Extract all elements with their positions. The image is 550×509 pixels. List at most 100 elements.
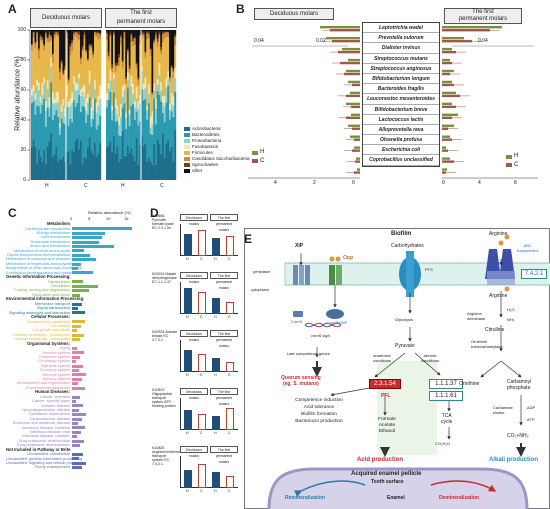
panel-a-bar-segment [34,92,37,99]
panel-b-right-bar-c [442,39,472,43]
panel-a-bar-segment [121,86,124,97]
panel-a-bar-segment [132,155,135,180]
panel-a-bar-segment [158,62,161,76]
panel-a-bar-segment [66,96,68,107]
panel-label-b: B [236,2,245,16]
panel-c-category-head: Organismal Systems: [27,340,70,346]
panel-a-bar-segment [83,30,86,32]
panel-a-bar-segment [55,32,58,36]
panel-a-bar-segment [80,140,82,180]
panel-b-right-bar-c [442,105,456,109]
panel-d-xlabel: C [200,489,203,493]
panel-c-item-label: Replication and repair [32,291,70,297]
panel-a-bar-segment [111,120,114,153]
panel-c-bar [72,373,86,377]
panel-a-bar-segment [160,50,163,55]
panel-a-bar-segment [53,98,56,104]
panel-a-bar-segment [146,30,149,32]
panel-a-bar-segment [45,31,47,34]
panel-a-bar-segment [149,116,152,128]
panel-a-bar-segment [106,107,108,148]
panel-b-left-title: Deciduous molars [254,8,334,20]
panel-a-bar-segment [94,35,96,80]
panel-a-bar-segment [163,157,166,180]
e-downstream-3: Bacteriocin production [295,419,343,424]
panel-a-bar-segment [74,106,77,141]
panel-a-bar-segment [99,33,102,35]
panel-a-bar-segment [135,68,138,88]
panel-a-bar-segment [113,33,115,37]
panel-a-bar-segment [57,31,60,35]
panel-a-bar-segment [158,30,161,32]
e-arginine-top: Arginine [489,231,508,237]
panel-c-category-head: Metabolism [46,221,70,226]
panel-a-bar-segment [130,33,133,36]
panel-b-left-bar-c [338,50,360,54]
panel-a-bar-segment [137,84,140,102]
panel-a-bar-segment [88,83,91,98]
panel-a-bar-segment [81,87,84,92]
panel-a-bar-segment [48,30,51,32]
panel-a-bar-segment [67,30,70,79]
panel-c-item-label: Cell motility [50,323,70,328]
panel-a-bar-segment [36,79,39,86]
panel-a-bar-segment [125,128,128,156]
panel-c-item-label: Translation [50,283,70,288]
panel-b-bacterium-name: Coprobacillus unclassified [363,155,439,166]
panel-a-bar-segment [135,111,138,138]
panel-d-bar [226,236,234,256]
e-enamel-label: Enamel [387,495,405,501]
panel-a-bar-segment [31,103,33,147]
panel-a-x-c1: C [84,183,88,189]
panel-d-bar [212,238,220,256]
panel-a-bar-segment [31,50,33,89]
panel-a-bar-segment [90,107,93,119]
panel-a-bar-segment [142,30,145,32]
panel-a-bar-segment [92,54,95,58]
panel-a-bar-segment [73,30,75,32]
panel-a-bar-segment [141,38,143,66]
panel-a-bar-segment [57,161,60,180]
panel-c-item-label: Sensory system [42,376,70,381]
panel-a-bar-segment [106,30,108,32]
e-ec-abc: 7.4.2.1 [521,269,547,279]
panel-a-bar-segment [95,30,98,32]
panel-a-bar-segment [121,68,124,87]
panel-a-legend-item: Spirochaetes [184,162,250,168]
panel-a-bar-segment [32,101,35,140]
panel-a-bar-segment [71,42,74,52]
panel-b-bacterium-name: Escherichia coli [363,145,439,156]
panel-a-bar-segment [43,77,46,84]
panel-a-bar-segment [174,129,177,180]
e-downstream-2: Biofilm formation [301,412,337,417]
panel-a-bar-segment [83,156,86,180]
legend-label: Firmicutes [192,150,213,155]
panel-a-bar-segment [156,41,159,48]
panel-d-bar [198,230,206,256]
panel-b-right-bar-c [442,72,450,76]
panel-a-bar-segment [31,45,33,51]
panel-a-bar-segment [134,160,136,180]
panel-a-bar-segment [156,38,159,42]
panel-a-bar-segment [127,87,129,146]
panel-d-subtitle: Deciduous molars [180,272,208,284]
panel-a-bar-segment [170,103,173,112]
panel-a-bar-segment [156,47,159,80]
panel-b-left-bar-h [348,80,360,84]
panel-a-bar-segment [142,31,145,35]
panel-a-bar-segment [174,91,177,130]
panel-a-bar-segment [141,134,143,180]
panel-c-bar [72,262,81,266]
panel-c-bar [72,240,99,244]
panel-a-bar-segment [45,30,47,32]
panel-a-bar-segment [64,107,67,117]
panel-a-ytick-label: 100 [17,27,26,33]
panel-a-bar-segment [153,30,156,40]
panel-a-bar-segment [137,79,140,85]
panel-a-bar-segment [162,30,164,32]
panel-a-bar-segment [107,30,110,53]
panel-b-bacterium-name: Bacteroides fragilis [363,84,439,95]
panel-a-bar-segment [125,76,128,80]
legend-label: Bacteroidetes [192,132,220,137]
